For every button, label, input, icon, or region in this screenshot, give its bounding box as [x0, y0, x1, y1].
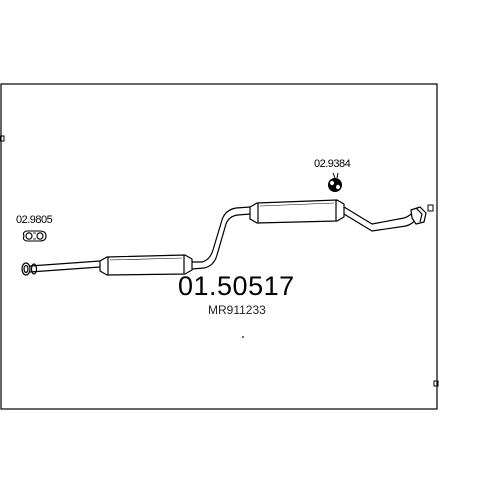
oem-number: MR911233: [208, 303, 266, 317]
rubber-hanger-icon: [328, 172, 342, 192]
outlet-tip: [410, 206, 427, 225]
front-muffler: [99, 254, 193, 276]
tail-pipe: [343, 206, 418, 232]
exhaust-pipe-assembly: [21, 199, 427, 276]
mounting-clamp-icon: [22, 230, 47, 242]
frame-tick-left: [0, 135, 5, 142]
mid-pipe: [191, 206, 251, 270]
diagram-frame: [0, 83, 438, 410]
rear-muffler: [249, 199, 345, 224]
frame-tick-right: [433, 380, 439, 387]
front-pipe: [29, 260, 101, 273]
inlet-flange: [21, 262, 31, 276]
part-number: 01.50517: [178, 271, 295, 301]
stray-dot: [242, 336, 244, 338]
accessory-ref-hanger: 02.9384: [314, 158, 351, 170]
pipe-end-marker: [427, 204, 434, 212]
accessory-ref-clamp: 02.9805: [16, 214, 53, 226]
